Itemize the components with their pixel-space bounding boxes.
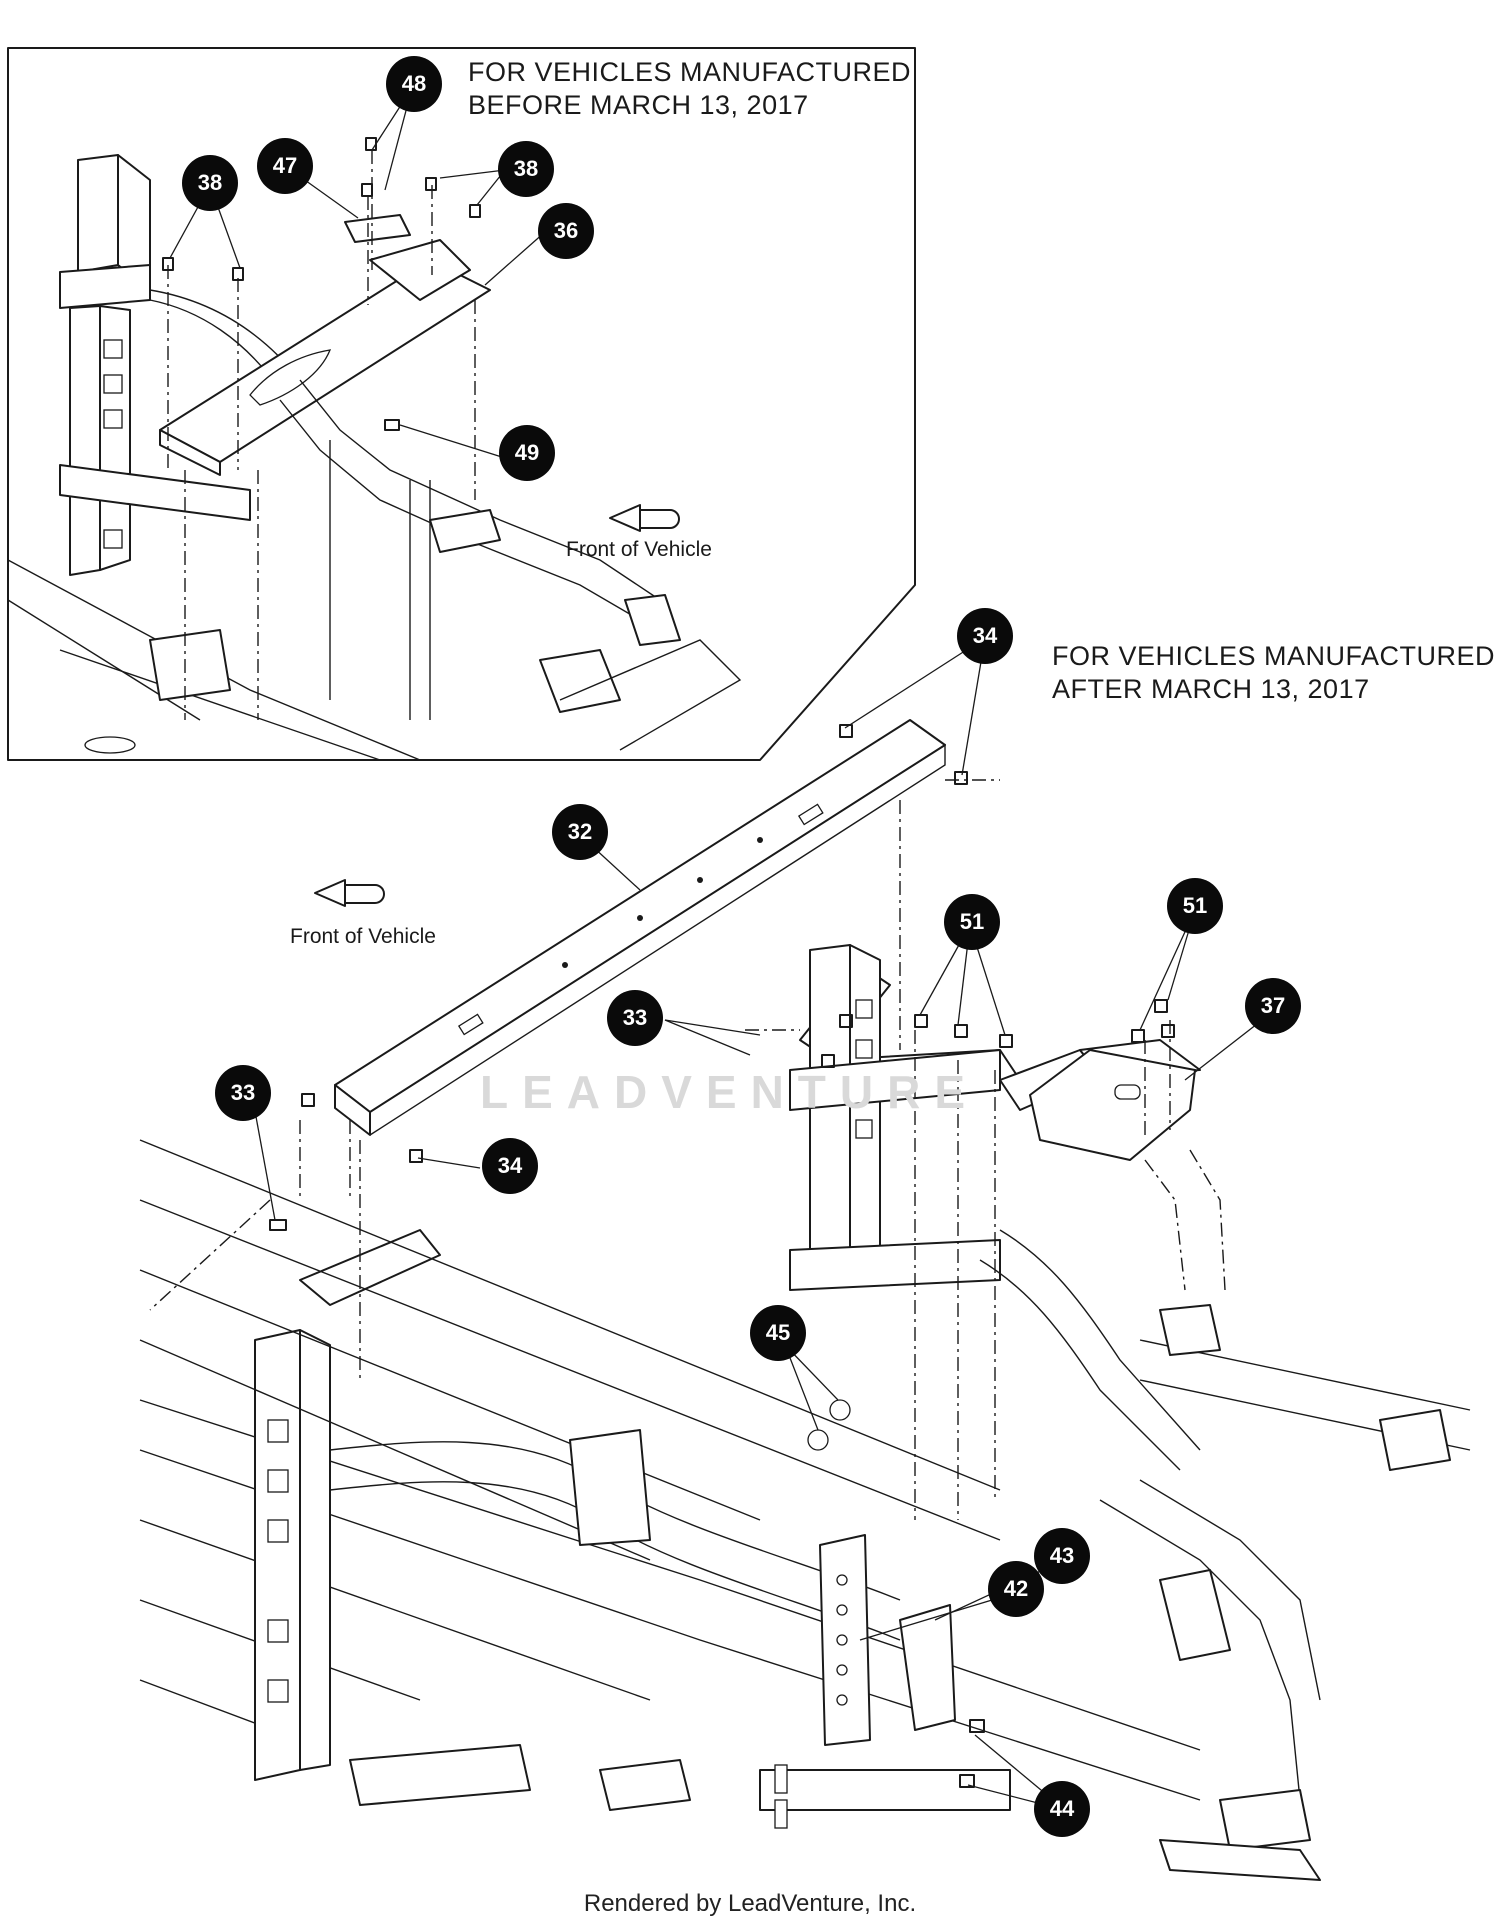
callout-51-middle[interactable]: 51: [944, 894, 1000, 950]
callout-49[interactable]: 49: [499, 425, 555, 481]
callout-34-top[interactable]: 34: [957, 608, 1013, 664]
callout-44[interactable]: 44: [1034, 1781, 1090, 1837]
main-frame-drawing: [139, 637, 1471, 1881]
note-after-line-2: AFTER MARCH 13, 2017: [1052, 674, 1370, 704]
note-before-line-2: BEFORE MARCH 13, 2017: [468, 90, 809, 120]
note-before-line-1: FOR VEHICLES MANUFACTURED: [468, 57, 912, 87]
callout-42[interactable]: 42: [988, 1561, 1044, 1617]
callout-32[interactable]: 32: [552, 804, 608, 860]
callout-38-left[interactable]: 38: [182, 155, 238, 211]
front-arrow-icon-inset: [609, 504, 680, 532]
callout-33-left[interactable]: 33: [215, 1065, 271, 1121]
callout-45[interactable]: 45: [750, 1305, 806, 1361]
render-credit: Rendered by LeadVenture, Inc.: [583, 1890, 917, 1917]
callout-37[interactable]: 37: [1245, 978, 1301, 1034]
front-of-vehicle-label-main: Front of Vehicle: [290, 925, 436, 948]
callout-51-right[interactable]: 51: [1167, 878, 1223, 934]
note-after-line-1: FOR VEHICLES MANUFACTURED: [1052, 641, 1496, 671]
note-after: FOR VEHICLES MANUFACTURED AFTER MARCH 13…: [1052, 640, 1495, 706]
inset-border: [7, 47, 916, 761]
callout-34-bottom[interactable]: 34: [482, 1138, 538, 1194]
front-of-vehicle-label-inset: Front of Vehicle: [566, 538, 712, 561]
note-before: FOR VEHICLES MANUFACTURED BEFORE MARCH 1…: [468, 56, 911, 122]
front-arrow-icon-main: [314, 879, 385, 907]
callout-47[interactable]: 47: [257, 138, 313, 194]
callout-36[interactable]: 36: [538, 203, 594, 259]
watermark: LEADVENTURE: [480, 1066, 980, 1118]
callout-38-right[interactable]: 38: [498, 141, 554, 197]
callout-33-right[interactable]: 33: [607, 990, 663, 1046]
callout-43[interactable]: 43: [1034, 1528, 1090, 1584]
callout-48[interactable]: 48: [386, 56, 442, 112]
inset-frame-drawing: [7, 87, 742, 761]
